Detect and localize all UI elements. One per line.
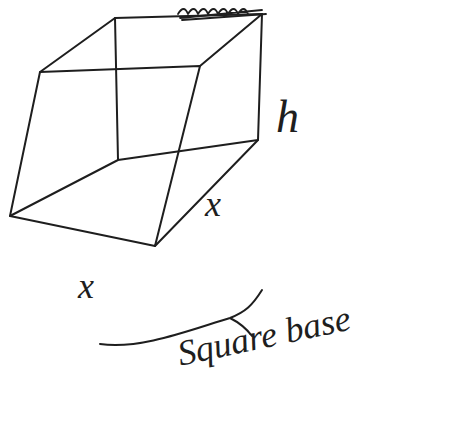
front-face (10, 66, 200, 246)
side-label: x (78, 268, 94, 304)
side-label: x (205, 186, 221, 222)
scribble (178, 9, 266, 20)
right-face (155, 14, 262, 246)
height-label: h (276, 94, 299, 140)
base-note: Square base (174, 300, 353, 372)
top-face (40, 14, 262, 72)
